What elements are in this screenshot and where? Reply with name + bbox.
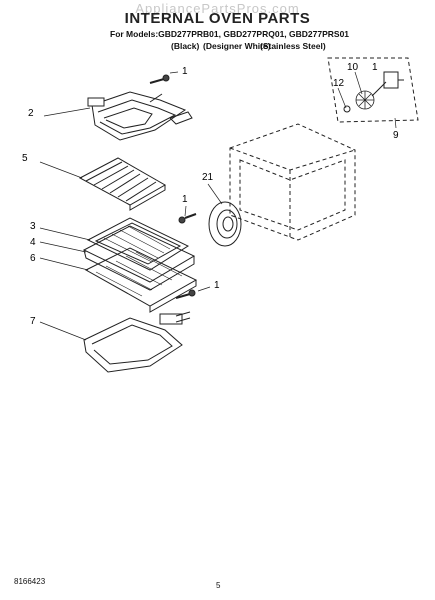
callout-21: 21 [202, 172, 214, 183]
variant-stainless-steel: (Stainless Steel) [260, 41, 326, 51]
callout-3: 3 [30, 221, 36, 232]
broil-element-part-2 [87, 91, 193, 141]
watermark: AppliancePartsPros.com [135, 1, 300, 16]
callout-9: 9 [393, 130, 399, 141]
screw-part-1-lower [175, 289, 196, 299]
callout-4: 4 [30, 237, 36, 248]
callout-1-middle: 1 [182, 194, 188, 205]
page-number: 5 [216, 581, 221, 590]
callout-2: 2 [28, 108, 34, 119]
screw-part-1-middle [178, 213, 197, 224]
variant-designer-white: (Designer White) [203, 41, 271, 51]
leader-lines [39, 71, 397, 341]
lower-rack-part-6 [84, 247, 198, 313]
oven-rack-part-5 [78, 157, 167, 211]
callout-10: 10 [347, 62, 359, 73]
screw-part-1-top [149, 74, 170, 84]
oven-cavity-part-9 [229, 123, 356, 241]
broil-pan-grid-part-3 [86, 217, 190, 271]
callout-12: 12 [333, 78, 345, 89]
callout-7: 7 [30, 316, 36, 327]
fan-cover-part-21 [208, 201, 242, 247]
convection-fan-assembly-part-10-12 [327, 57, 419, 123]
callout-1-top: 1 [182, 66, 188, 77]
callout-5: 5 [22, 153, 28, 164]
broil-pan-part-4 [82, 225, 196, 291]
callout-1-fan: 1 [372, 62, 378, 73]
document-number: 8166423 [14, 577, 46, 586]
callout-1-lower: 1 [214, 280, 220, 291]
callout-6: 6 [30, 253, 36, 264]
models-line: For Models:GBD277PRB01, GBD277PRQ01, GBD… [110, 29, 350, 39]
page-title: INTERNAL OVEN PARTS [124, 10, 311, 27]
bake-element-part-7 [83, 311, 191, 373]
variant-black: (Black) [171, 41, 200, 51]
